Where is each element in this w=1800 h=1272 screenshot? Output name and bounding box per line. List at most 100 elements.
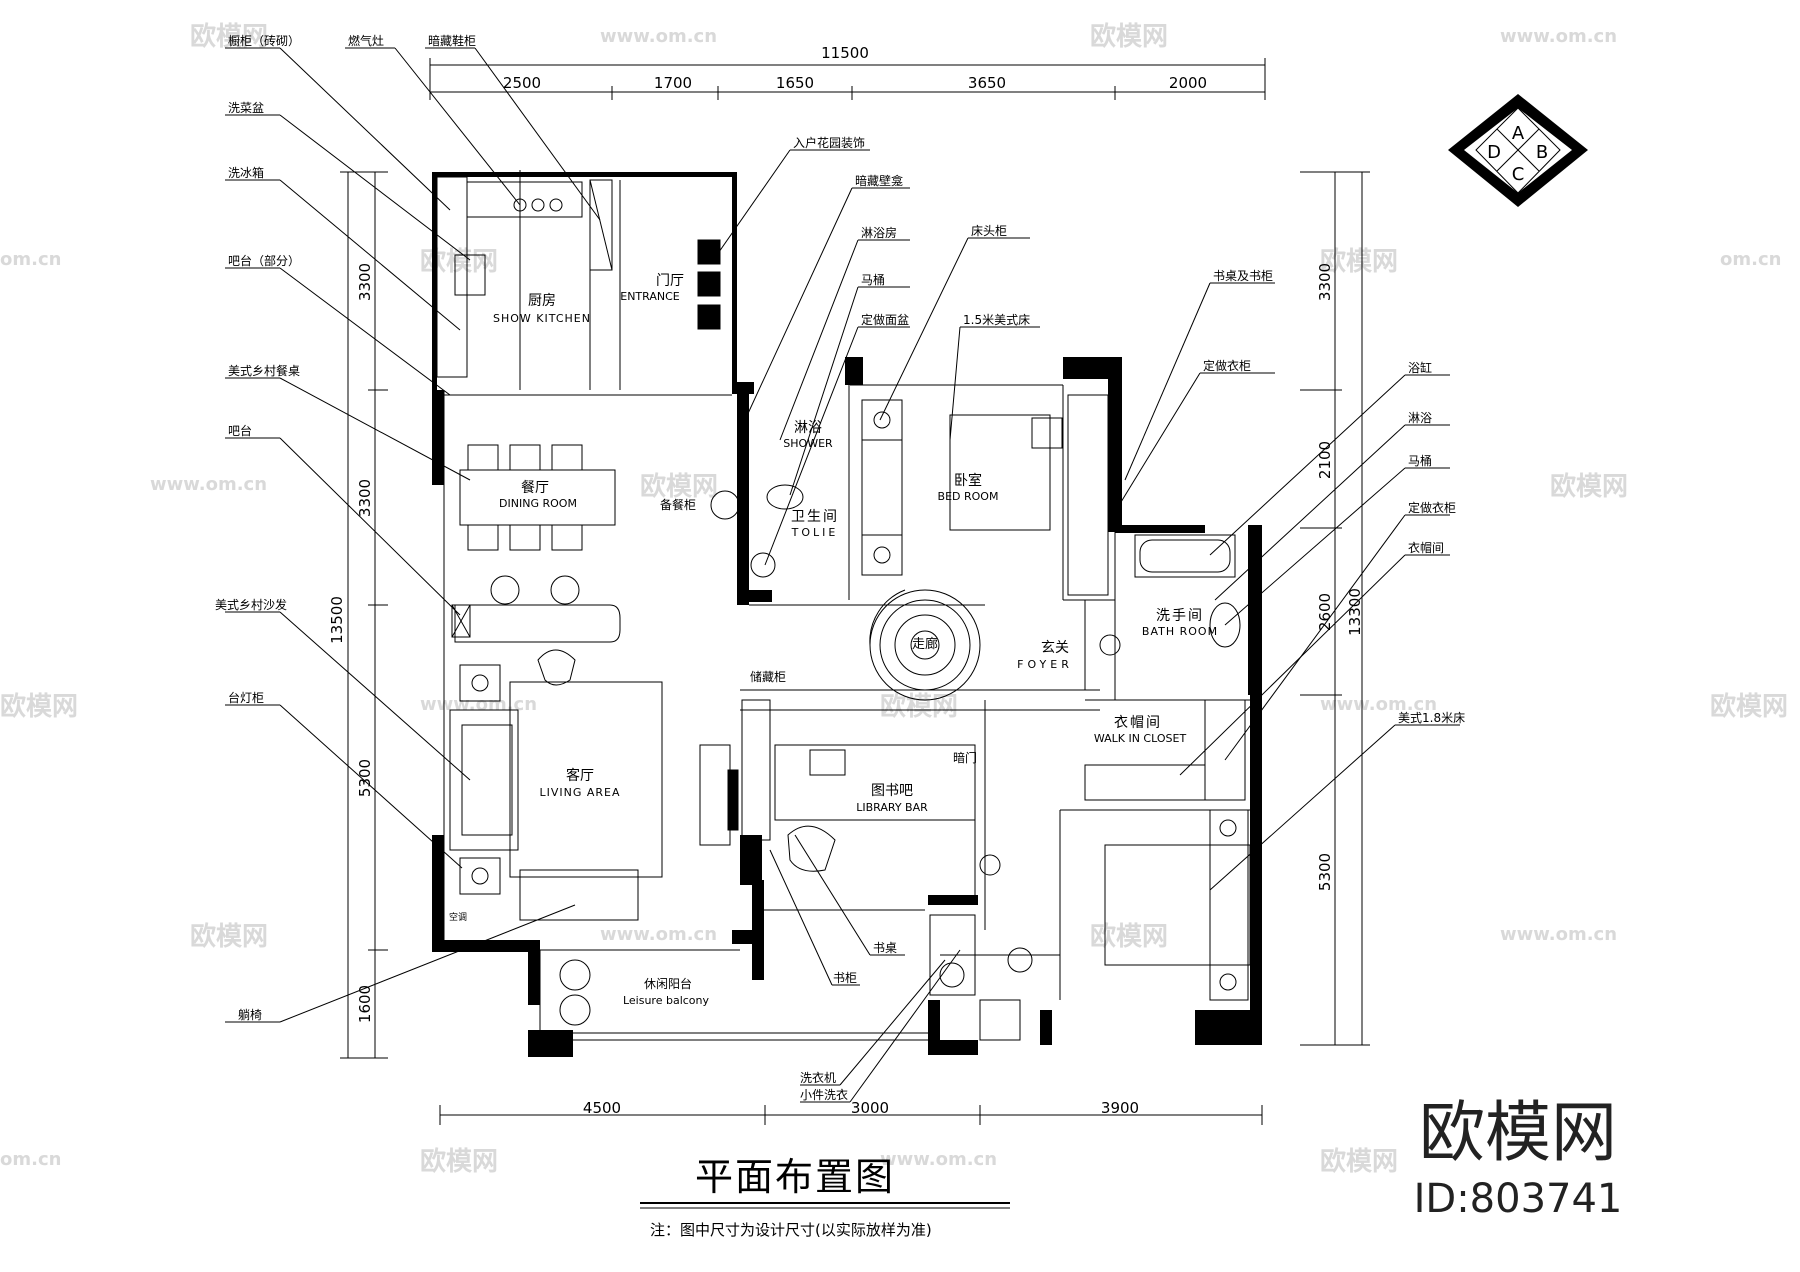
- watermark-brand: 欧模网: [420, 1146, 498, 1177]
- room-bath-cn: 洗手间: [1156, 608, 1204, 624]
- watermark-brand: 欧模网: [0, 691, 78, 722]
- room-foyer-cn: 玄关: [1041, 639, 1069, 656]
- label-ac: 空调: [449, 911, 467, 923]
- room-foyer-en: FOYER: [1017, 658, 1073, 671]
- watermark-brand: 欧模网: [190, 21, 268, 52]
- callout-small-wash: 小件洗衣: [800, 1087, 848, 1102]
- callout-niche: 暗藏壁龛: [855, 173, 903, 188]
- bottom-dimensions: [439, 1105, 1263, 1125]
- callout-bathtub: 浴缸: [1408, 360, 1432, 375]
- shoe-cabinet: [589, 179, 613, 271]
- dim-right-1: 3300: [1316, 263, 1334, 301]
- toilet-icon: [1209, 602, 1241, 648]
- watermark-brand: 欧模网: [1710, 691, 1788, 722]
- callout-lounge-chair: 躺椅: [238, 1007, 262, 1022]
- dim-bottom-2: 3000: [851, 1099, 889, 1117]
- kitchen-counter-left: [436, 176, 468, 378]
- dim-right-3: 2600: [1316, 593, 1334, 631]
- room-bedroom-en: BED ROOM: [938, 490, 999, 503]
- room-toilet-en: TOLIE: [791, 526, 839, 539]
- bed-1-8m: [1104, 844, 1251, 966]
- watermark-brand: 欧模网: [1320, 1146, 1398, 1177]
- callout-toilet-2: 马桶: [1408, 453, 1432, 468]
- right-callouts: [1109, 282, 1460, 891]
- dim-top-3: 1650: [776, 74, 814, 92]
- callout-desk: 书桌: [873, 941, 897, 955]
- dim-top-4: 3650: [968, 74, 1006, 92]
- sink-icon: [454, 254, 486, 296]
- watermark-brand: 欧模网: [420, 246, 498, 277]
- compass-d: D: [1487, 142, 1501, 163]
- label-spare-cabinet: 备餐柜: [660, 497, 696, 512]
- watermark-domain-short: om.cn: [0, 249, 61, 270]
- watermark-brand: 欧模网: [640, 471, 718, 502]
- dim-top-5: 2000: [1169, 74, 1207, 92]
- watermark-layer: 欧模网 欧模网 www.om.cn www.om.cn 欧模网 欧模网 om.c…: [0, 21, 1788, 1177]
- middle-callouts: [711, 149, 1040, 566]
- room-closet-cn: 衣帽间: [1114, 715, 1162, 731]
- room-balcony-cn: 休闲阳台: [644, 976, 692, 991]
- left-dimensions: [340, 171, 388, 1059]
- compass-c: C: [1512, 164, 1525, 185]
- dim-top-1: 2500: [503, 74, 541, 92]
- room-labels: 厨房 SHOW KITCHEN 门厅 ENTRANCE 餐厅 DINING RO…: [449, 273, 1218, 1007]
- bed-1-5m: [949, 414, 1051, 531]
- room-bedroom-cn: 卧室: [954, 472, 982, 489]
- watermark-brand: 欧模网: [1090, 21, 1168, 52]
- callout-wardrobe-1: 定做衣柜: [1203, 358, 1251, 373]
- callout-shoe-cabinet: 暗藏鞋柜: [428, 33, 476, 48]
- room-entrance-en: ENTRANCE: [620, 290, 680, 303]
- room-bath-en: BATH ROOM: [1142, 625, 1218, 638]
- lounge-chair: [519, 869, 639, 921]
- dim-right-4: 5300: [1316, 853, 1334, 891]
- dim-top-total: 11500: [821, 44, 869, 62]
- room-entrance-cn: 门厅: [656, 273, 684, 289]
- lamp-table: [459, 857, 501, 895]
- bottom-callouts: [769, 834, 961, 1103]
- watermark-domain-short: om.cn: [1720, 249, 1781, 270]
- callout-lamp-table: 台灯柜: [228, 690, 264, 705]
- living-rug: [509, 681, 663, 878]
- watermark-domain: www.om.cn: [1500, 26, 1617, 47]
- callout-cabinet: 橱柜（砖砌）: [228, 33, 300, 48]
- watermark-brand: 欧模网: [1090, 921, 1168, 952]
- callout-shower-room: 淋浴房: [861, 225, 897, 240]
- kitchen-counter-top: [466, 181, 583, 218]
- room-living-cn: 客厅: [566, 767, 594, 784]
- callout-basin: 定做面盆: [861, 312, 909, 327]
- callout-desk-bookcase: 书桌及书柜: [1213, 269, 1273, 283]
- callout-garden-decor: 入户花园装饰: [793, 135, 865, 150]
- room-shower-en: SHOWER: [783, 437, 833, 450]
- callout-gas-stove: 燃气灶: [348, 33, 384, 48]
- callout-nightstand: 床头柜: [971, 224, 1007, 238]
- dim-bottom-1: 4500: [583, 1099, 621, 1117]
- watermark-brand: 欧模网: [1320, 246, 1398, 277]
- room-library-cn: 图书吧: [871, 783, 913, 799]
- room-closet-en: WALK IN CLOSET: [1094, 732, 1187, 745]
- callout-sink: 洗菜盆: [228, 101, 264, 115]
- tv-cabinet: [699, 744, 731, 846]
- room-balcony-en: Leisure balcony: [623, 994, 710, 1007]
- watermark-domain: www.om.cn: [880, 1149, 997, 1170]
- dim-left-total: 13500: [328, 596, 346, 644]
- watermark-logo: 欧模网: [1419, 1094, 1617, 1171]
- drawing-title: 平面布置图: [695, 1155, 895, 1199]
- callout-bed-1-5m: 1.5米美式床: [963, 313, 1030, 327]
- compass-a: A: [1512, 123, 1525, 144]
- dim-right-total: 13300: [1346, 588, 1364, 636]
- bathtub: [1134, 534, 1236, 578]
- watermark-brand: 欧模网: [190, 921, 268, 952]
- callout-walk-in-closet: 衣帽间: [1408, 540, 1444, 555]
- left-callouts: [225, 47, 576, 1023]
- dim-left-1: 3300: [356, 263, 374, 301]
- room-kitchen-en: SHOW KITCHEN: [493, 312, 591, 325]
- callout-toilet: 马桶: [861, 272, 885, 287]
- dim-bottom-3: 3900: [1101, 1099, 1139, 1117]
- dim-left-3: 5300: [356, 759, 374, 797]
- callout-bar-part: 吧台（部分）: [228, 253, 300, 268]
- armchair: [537, 649, 576, 686]
- washbasin-icon: [750, 552, 776, 578]
- room-shower-cn: 淋浴: [794, 420, 822, 436]
- watermark-domain-short: om.cn: [0, 1149, 61, 1170]
